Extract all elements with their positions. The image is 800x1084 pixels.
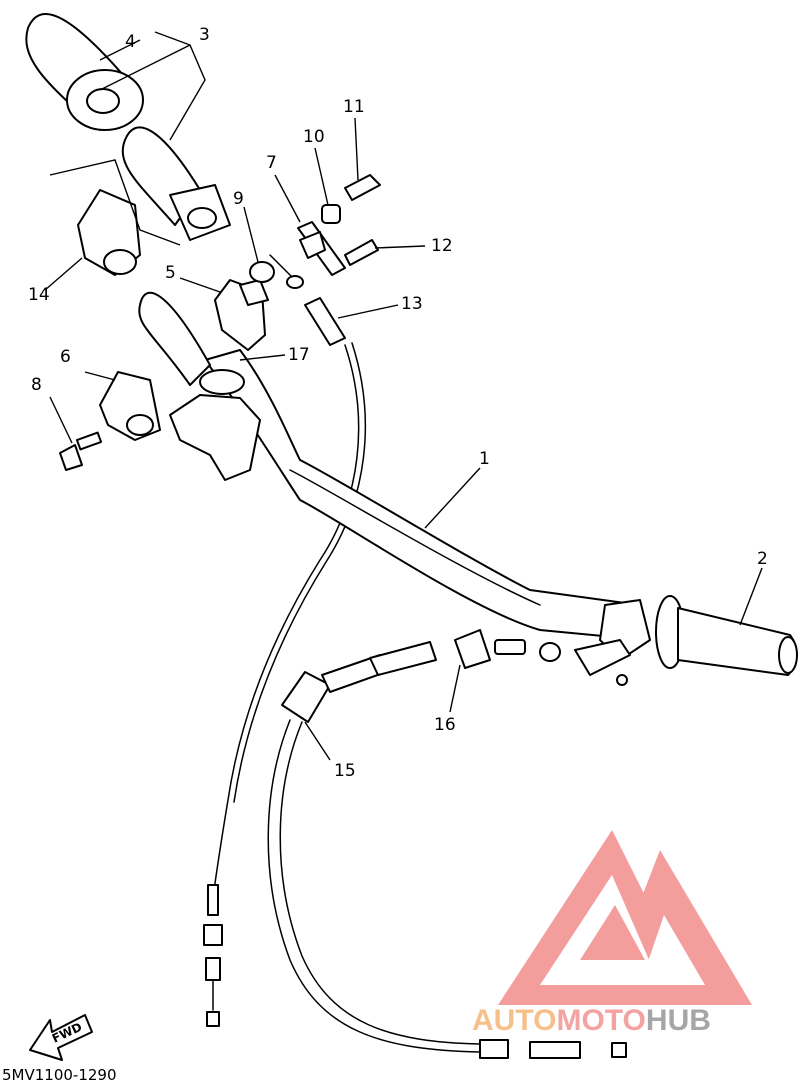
collar (169, 369, 261, 481)
callout-1: 1 (479, 449, 490, 469)
watermark-auto: AUTO (472, 1004, 556, 1037)
clutch-holder (454, 599, 651, 686)
throttle-cable (203, 342, 367, 1027)
throttle-grip (121, 126, 231, 241)
callout-14: 14 (28, 285, 50, 305)
callout-8: 7 (266, 153, 277, 173)
callout-6: 6 (60, 347, 71, 367)
callout-16: 16 (434, 715, 456, 735)
bolt-8 (59, 431, 103, 471)
callout-9: 9 (233, 189, 244, 209)
holder-6 (99, 371, 161, 441)
watermark-moto: MOTO (556, 1004, 645, 1037)
callout-17: 17 (288, 345, 310, 365)
callout-15: 15 (334, 761, 356, 781)
clutch-cable (267, 641, 627, 1059)
cable-end-13 (304, 297, 346, 346)
callouts: 1 2 3 4 5 6 8 7 9 10 11 12 13 14 15 16 1… (28, 25, 768, 781)
callout-11: 11 (343, 97, 365, 117)
callout-5: 5 (165, 263, 176, 283)
screw-11 (344, 174, 381, 201)
watermark-logo (498, 830, 752, 1005)
diagram-code: 5MV1100-1290 (2, 1066, 117, 1084)
callout-10: 10 (303, 127, 325, 147)
callout-13: 13 (401, 294, 423, 314)
left-grip (25, 13, 144, 131)
callout-3: 3 (199, 25, 210, 45)
throttle-housing (49, 159, 181, 276)
callout-4: 4 (125, 32, 136, 52)
watermark-text: AUTOMOTOHUB (472, 1004, 711, 1037)
callout-2: 2 (757, 549, 768, 569)
collar-10 (321, 204, 341, 224)
right-grip (655, 595, 798, 676)
throttle-tube (138, 291, 211, 386)
spring-9 (249, 254, 304, 289)
screw-12 (344, 239, 379, 266)
leader-lines (44, 31, 763, 761)
holder-5 (214, 279, 269, 351)
fwd-arrow (29, 1014, 93, 1061)
callout-12: 12 (431, 236, 453, 256)
watermark-hub: HUB (646, 1004, 711, 1037)
callout-7: 8 (31, 375, 42, 395)
handlebar (204, 349, 646, 641)
lever-7 (297, 221, 346, 276)
